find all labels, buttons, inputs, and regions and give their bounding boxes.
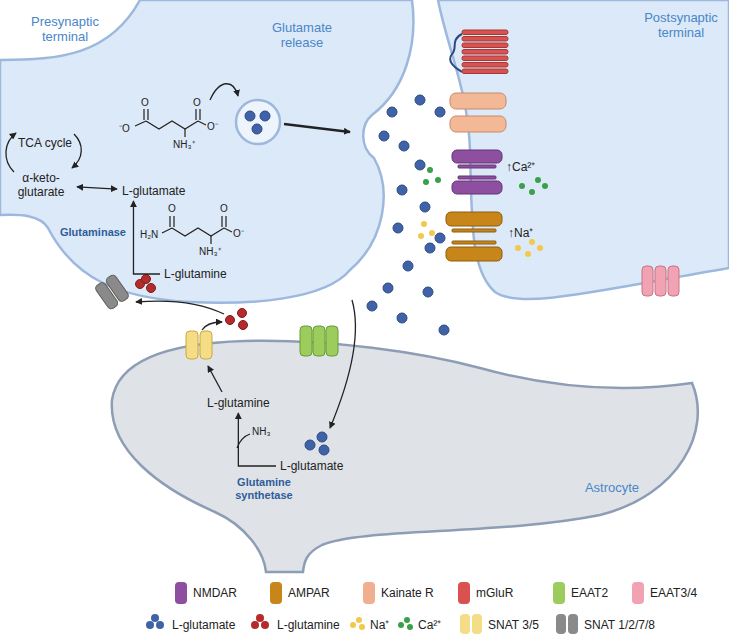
legend-swatch [350, 622, 356, 628]
legend-text: Kainate R [381, 586, 434, 600]
mglur [450, 30, 508, 74]
legend-text: L-glutamate [172, 618, 235, 632]
process-label: Glutamate release [262, 20, 342, 50]
legend-text: Na⁺ [370, 618, 389, 632]
reaction-arrow [133, 201, 160, 274]
ion-flux-label: ↑Na⁺ [508, 226, 533, 240]
legend-text: AMPAR [288, 586, 330, 600]
enzyme-label: Glutaminase [58, 226, 128, 239]
atom-label: NH₃⁺ [199, 246, 221, 257]
legend-swatch [460, 614, 470, 634]
atom-label: O [220, 203, 228, 214]
reaction-arrow [238, 413, 276, 466]
region-heading: Presynaptic terminal [20, 14, 110, 44]
region-heading: Postsynaptic terminal [640, 10, 722, 40]
legend-swatch [175, 582, 187, 604]
snat-1-2-7-8 [94, 274, 130, 311]
nmda-receptor [452, 150, 502, 194]
exocytosis-arrow [284, 124, 350, 132]
legend-text: SNAT 1/2/7/8 [584, 618, 655, 632]
atom-label: NH₃⁺ [173, 139, 195, 150]
legend-swatch [553, 582, 565, 604]
tca-arrow [6, 133, 16, 172]
metabolite-name: L-glutamate [122, 184, 185, 198]
glutamine-release-arrow [202, 322, 222, 330]
molecule-label: NH₃ [252, 426, 271, 437]
atom-label: O⁻ [233, 228, 244, 239]
legend-swatch [398, 622, 404, 628]
eaat2 [300, 326, 338, 356]
region-area: Postsynaptic terminal [440, 0, 729, 290]
glutamate-uptake-arrow [330, 300, 355, 428]
synaptic-vesicle [236, 100, 280, 144]
snat-3-5 [186, 331, 212, 359]
astro-glutamine-arrow [208, 366, 222, 392]
metabolite-node: L-glutamine [162, 266, 229, 282]
atom-label: ⁻O [119, 123, 130, 134]
metabolite-name: L-glutamine [164, 267, 227, 281]
atom-label: O [168, 203, 176, 214]
presynaptic-membrane [0, 0, 413, 303]
astrocyte-membrane [112, 341, 698, 572]
sodium-ions [418, 221, 543, 257]
metabolite-node: L-glutamate [120, 183, 187, 199]
legend-text: Ca²⁺ [418, 618, 441, 632]
legend-text: mGluR [476, 586, 513, 600]
tca-arrow [72, 134, 81, 168]
legend-swatch [251, 621, 259, 629]
metabolite-node: α-keto-glutarate [8, 170, 74, 200]
ion-flux-label: ↑Ca²⁺ [506, 160, 535, 174]
glutamate-molecules [305, 95, 449, 455]
legend-text: L-glutamine [277, 618, 340, 632]
metabolite-node: L-glutamate [278, 458, 345, 474]
atom-label: O [193, 97, 201, 108]
postsynaptic-membrane [438, 0, 729, 299]
eaat3-4 [642, 266, 679, 296]
legend-text: NMDAR [193, 586, 237, 600]
region-heading: Astrocyte [572, 480, 652, 495]
region-area: Astrocyte L-glutamineL-glutamate [110, 340, 700, 572]
release-arrow [210, 84, 238, 100]
legend-swatch [363, 582, 375, 604]
kainate-receptor [450, 93, 506, 132]
legend-text: EAAT2 [571, 586, 608, 600]
glutamine-uptake-arrow [136, 301, 224, 314]
legend-swatch [632, 582, 644, 604]
glutamine-molecules [136, 275, 248, 330]
legend-text: EAAT3/4 [650, 586, 697, 600]
glutamate-structure [135, 109, 206, 137]
ampa-receptor [446, 212, 502, 261]
atom-label: O⁻ [207, 121, 218, 132]
metabolite-name: L-glutamate [280, 459, 343, 473]
atom-label: H₂N [140, 229, 158, 240]
atom-label: O [141, 97, 149, 108]
enzyme-label: Glutamine synthetase [222, 476, 306, 502]
metabolite-name: α-keto-glutarate [10, 171, 72, 199]
legend-swatch [458, 582, 470, 604]
reaction-arrow [77, 187, 117, 189]
legend-swatch [556, 614, 566, 634]
metabolite-name: L-glutamine [207, 396, 270, 410]
pathway-label: TCA cycle [18, 136, 72, 150]
glutamine-structure [162, 216, 232, 244]
metabolite-node: L-glutamine [205, 395, 272, 411]
legend-swatch [270, 582, 282, 604]
legend-swatch [146, 621, 154, 629]
legend-text: SNAT 3/5 [488, 618, 539, 632]
